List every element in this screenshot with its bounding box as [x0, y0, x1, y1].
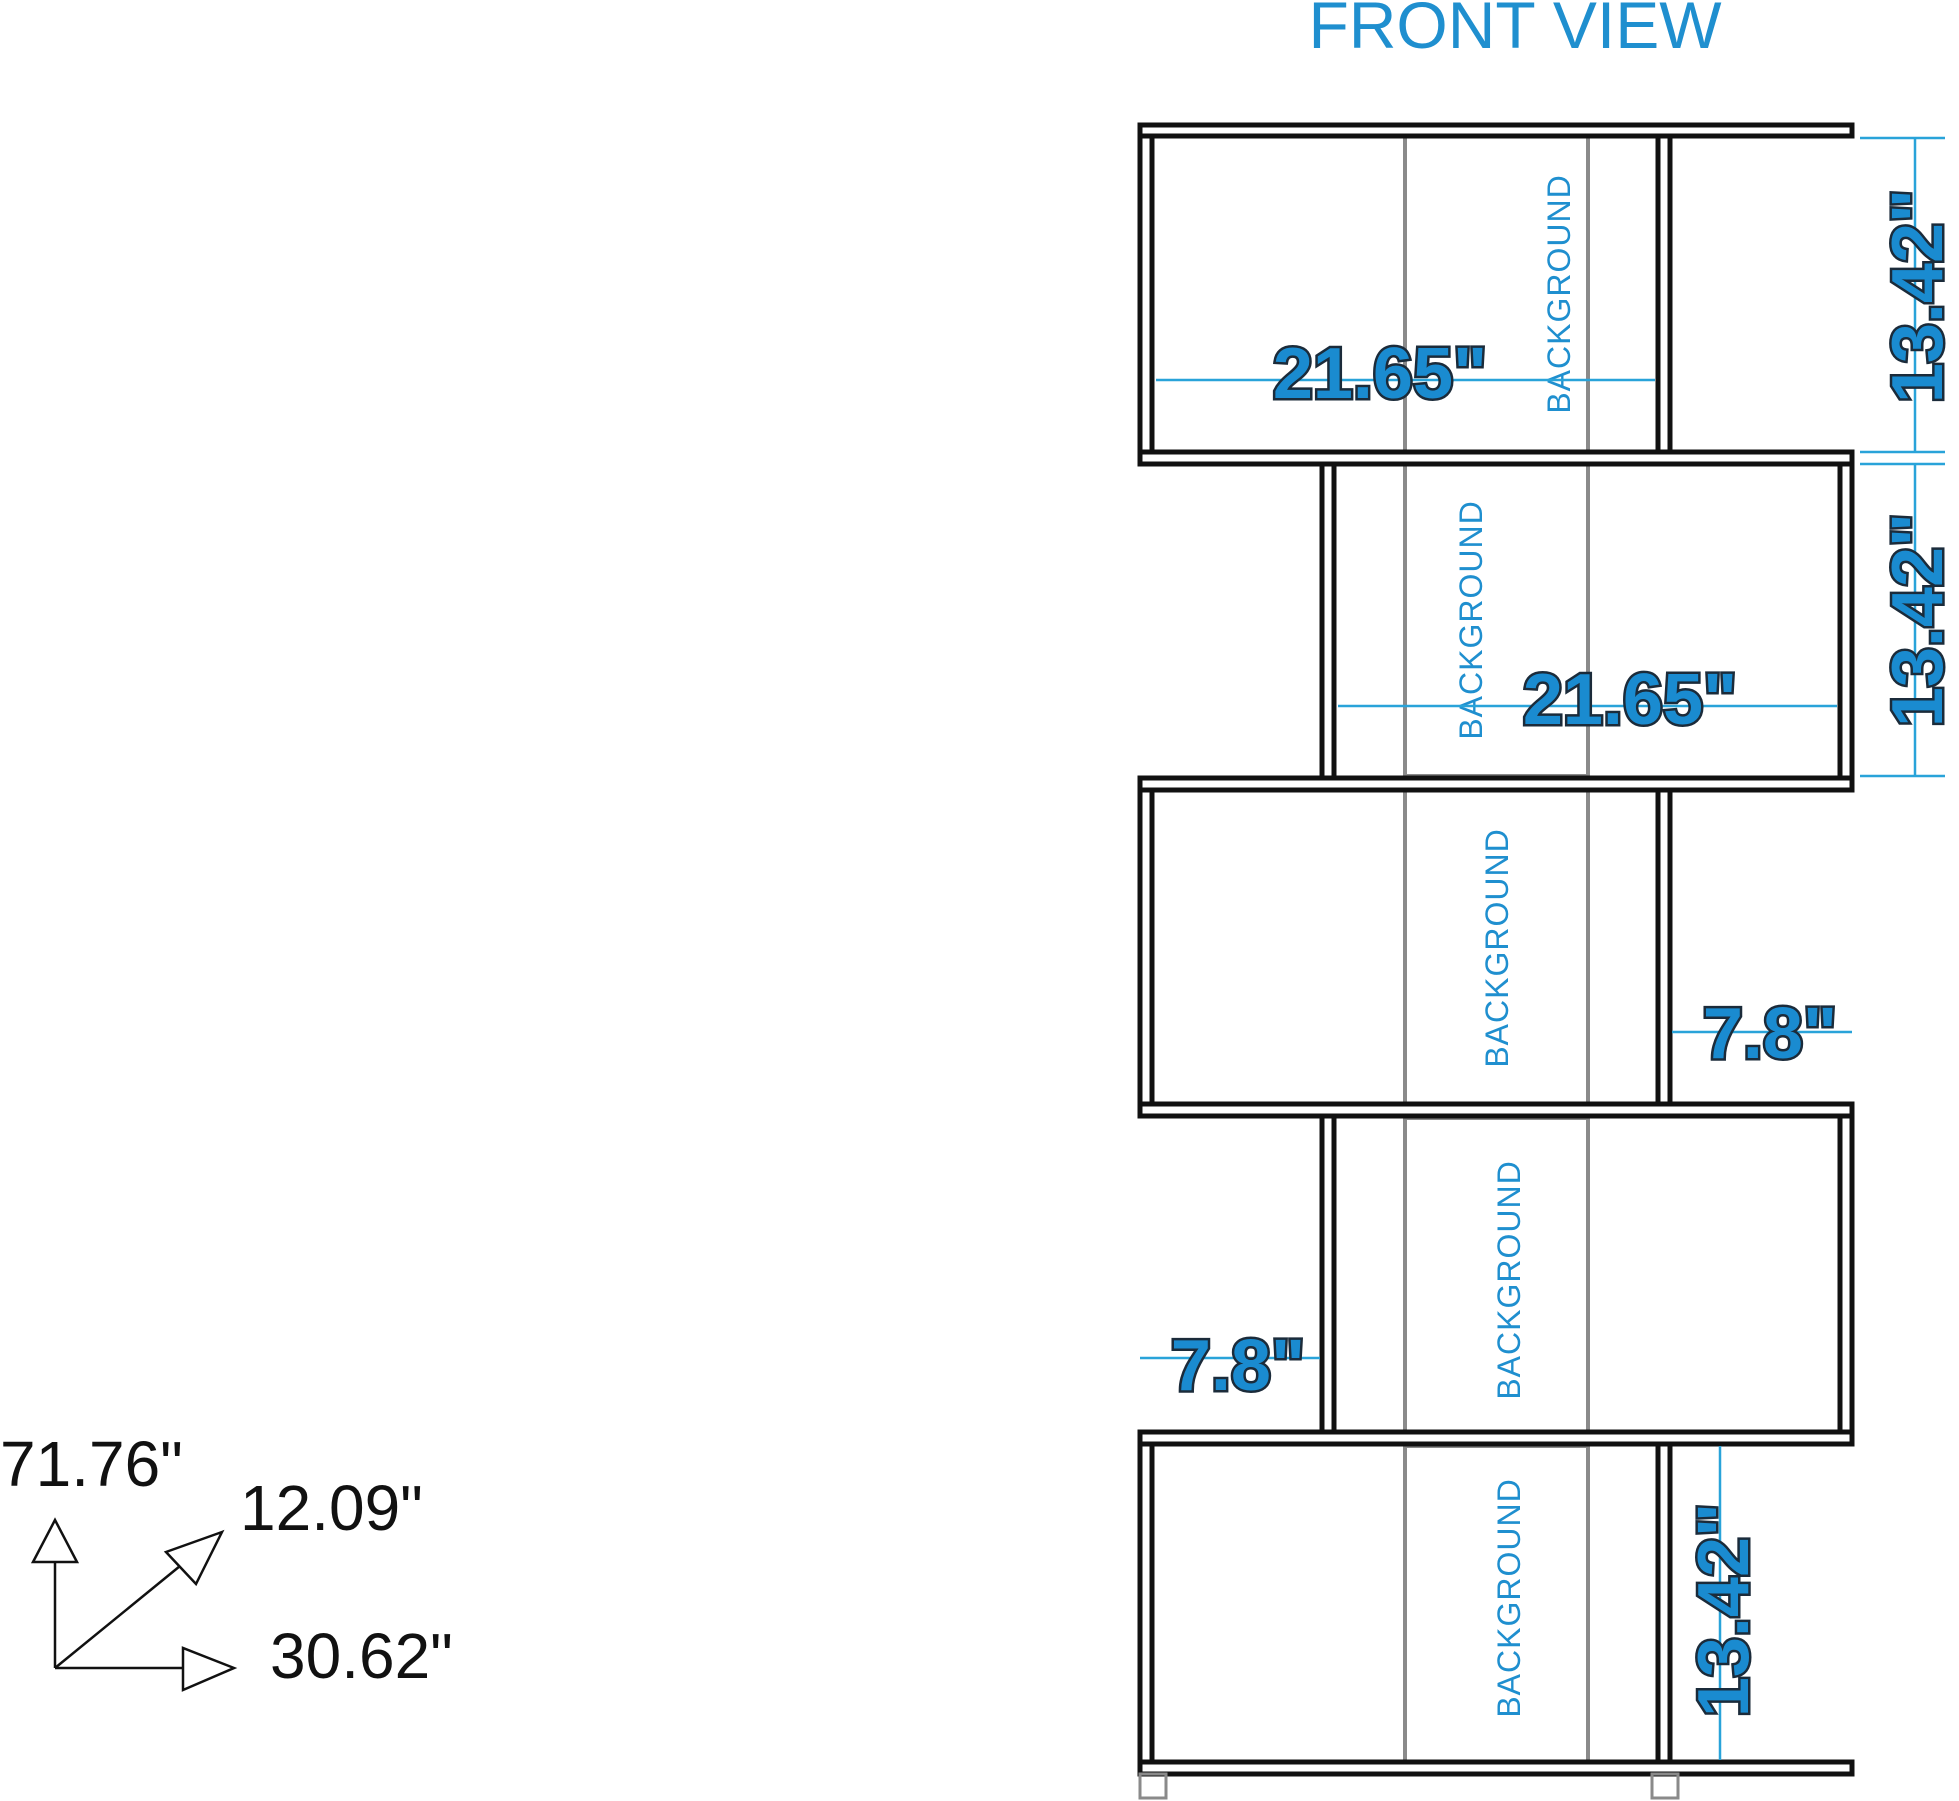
background-label-4: BACKGROUND [1491, 1160, 1527, 1399]
shelf-5 [1137, 1429, 1855, 1447]
dim-width-second: 21.65" [1523, 660, 1737, 740]
dim-height-bottom: 13.42" [1684, 1503, 1764, 1717]
axis-height-arrow-icon [30, 1517, 80, 1564]
overall-depth: 12.09" [240, 1472, 423, 1544]
panel-left-tier-4 [1319, 1113, 1337, 1435]
shelf-bottom [1137, 1759, 1855, 1777]
panel-right-tier-2 [1837, 461, 1855, 781]
overall-width: 30.62" [270, 1620, 453, 1692]
axis-width-arrow-icon [181, 1646, 238, 1692]
shelf-4 [1137, 1101, 1855, 1119]
feet [1138, 1772, 1680, 1800]
foot-left [1138, 1772, 1168, 1800]
dim-offset-left: 7.8" [1171, 1326, 1305, 1406]
background-label-3: BACKGROUND [1479, 828, 1515, 1067]
dimension-lines [1140, 136, 1945, 1760]
panel-right-tier-5 [1655, 1441, 1673, 1765]
drawing-title: FRONT VIEW [1308, 0, 1722, 62]
shelf-3 [1137, 775, 1855, 793]
panel-right-tier-1 [1655, 133, 1673, 455]
background-label-2: BACKGROUND [1453, 500, 1489, 739]
shelves [1137, 122, 1855, 1777]
background-label-1: BACKGROUND [1541, 174, 1577, 413]
panel-left-tier-5 [1137, 1441, 1155, 1765]
dim-offset-right: 7.8" [1703, 994, 1837, 1074]
axis-depth-arrow-icon [163, 1529, 225, 1587]
panel-left-tier-2 [1319, 461, 1337, 781]
foot-right [1650, 1772, 1680, 1800]
dim-height-top: 13.42" [1878, 189, 1958, 403]
panel-right-tier-3 [1655, 787, 1673, 1107]
overall-dimension-axes [30, 1517, 238, 1692]
background-label-5: BACKGROUND [1491, 1478, 1527, 1717]
dim-width-top: 21.65" [1273, 334, 1487, 414]
panel-left-tier-3 [1137, 787, 1155, 1107]
side-panels [1137, 133, 1855, 1765]
overall-height: 71.76" [0, 1428, 183, 1500]
shelf-top [1137, 122, 1855, 139]
axis-depth-line [54, 1565, 181, 1669]
panel-left-tier-1 [1137, 133, 1155, 455]
dim-height-second: 13.42" [1878, 513, 1958, 727]
panel-right-tier-4 [1837, 1113, 1855, 1435]
shelf-2 [1137, 449, 1855, 467]
